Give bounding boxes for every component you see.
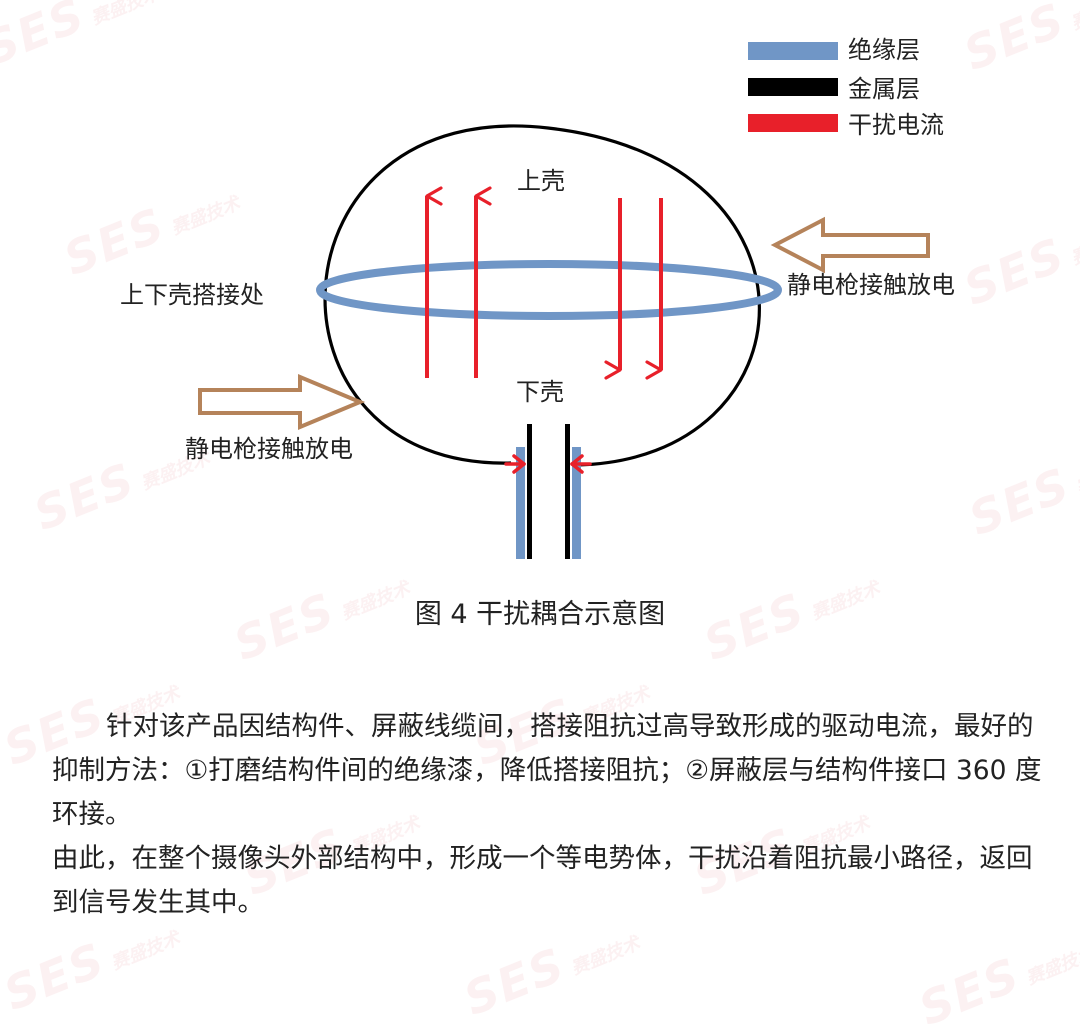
esd-arrow-left xyxy=(198,374,366,430)
current-arrow-into-cable xyxy=(570,454,592,474)
legend-label-current: 干扰电流 xyxy=(848,111,944,139)
current-arrow-into-cable xyxy=(504,454,526,474)
label-esd-left: 静电枪接触放电 xyxy=(185,435,353,463)
body-text: 针对该产品因结构件、屏蔽线缆间，搭接阻抗过高导致形成的驱动电流，最好的抑制方法：… xyxy=(52,705,1042,925)
paragraph: 针对该产品因结构件、屏蔽线缆间，搭接阻抗过高导致形成的驱动电流，最好的抑制方法：… xyxy=(52,711,1042,830)
cable-insulation-right xyxy=(572,447,581,559)
legend-swatch-current xyxy=(748,114,838,132)
label-joint: 上下壳搭接处 xyxy=(120,281,264,309)
label-lower-shell: 下壳 xyxy=(516,378,564,406)
insulation-joint-ring xyxy=(316,260,782,320)
legend-label-insulation: 绝缘层 xyxy=(848,36,920,64)
figure-caption: 图 4 干扰耦合示意图 xyxy=(414,599,666,630)
cable-metal-right xyxy=(565,424,570,559)
cable-metal-left xyxy=(527,424,532,559)
legend-label-metal: 金属层 xyxy=(848,75,920,103)
paragraph: 由此，在整个摄像头外部结构中，形成一个等电势体，干扰沿着阻抗最小路径，返回到信号… xyxy=(52,843,1033,918)
cable-insulation-left xyxy=(516,447,525,559)
interference-coupling-diagram: 绝缘层 金属层 干扰电流 上壳 下壳 上下壳搭接处 静电枪接触放电 静电枪接触放… xyxy=(120,36,955,559)
watermark: SES赛盛技术 xyxy=(911,942,1080,1036)
watermark: SES赛盛技术 xyxy=(456,932,643,1027)
legend: 绝缘层 金属层 干扰电流 xyxy=(748,36,944,139)
legend-swatch-metal xyxy=(748,78,838,96)
legend-swatch-insulation xyxy=(748,42,838,60)
label-upper-shell: 上壳 xyxy=(517,167,565,195)
esd-arrow-right xyxy=(770,216,930,274)
label-esd-right: 静电枪接触放电 xyxy=(787,271,955,299)
metal-shell-outline xyxy=(323,124,761,467)
